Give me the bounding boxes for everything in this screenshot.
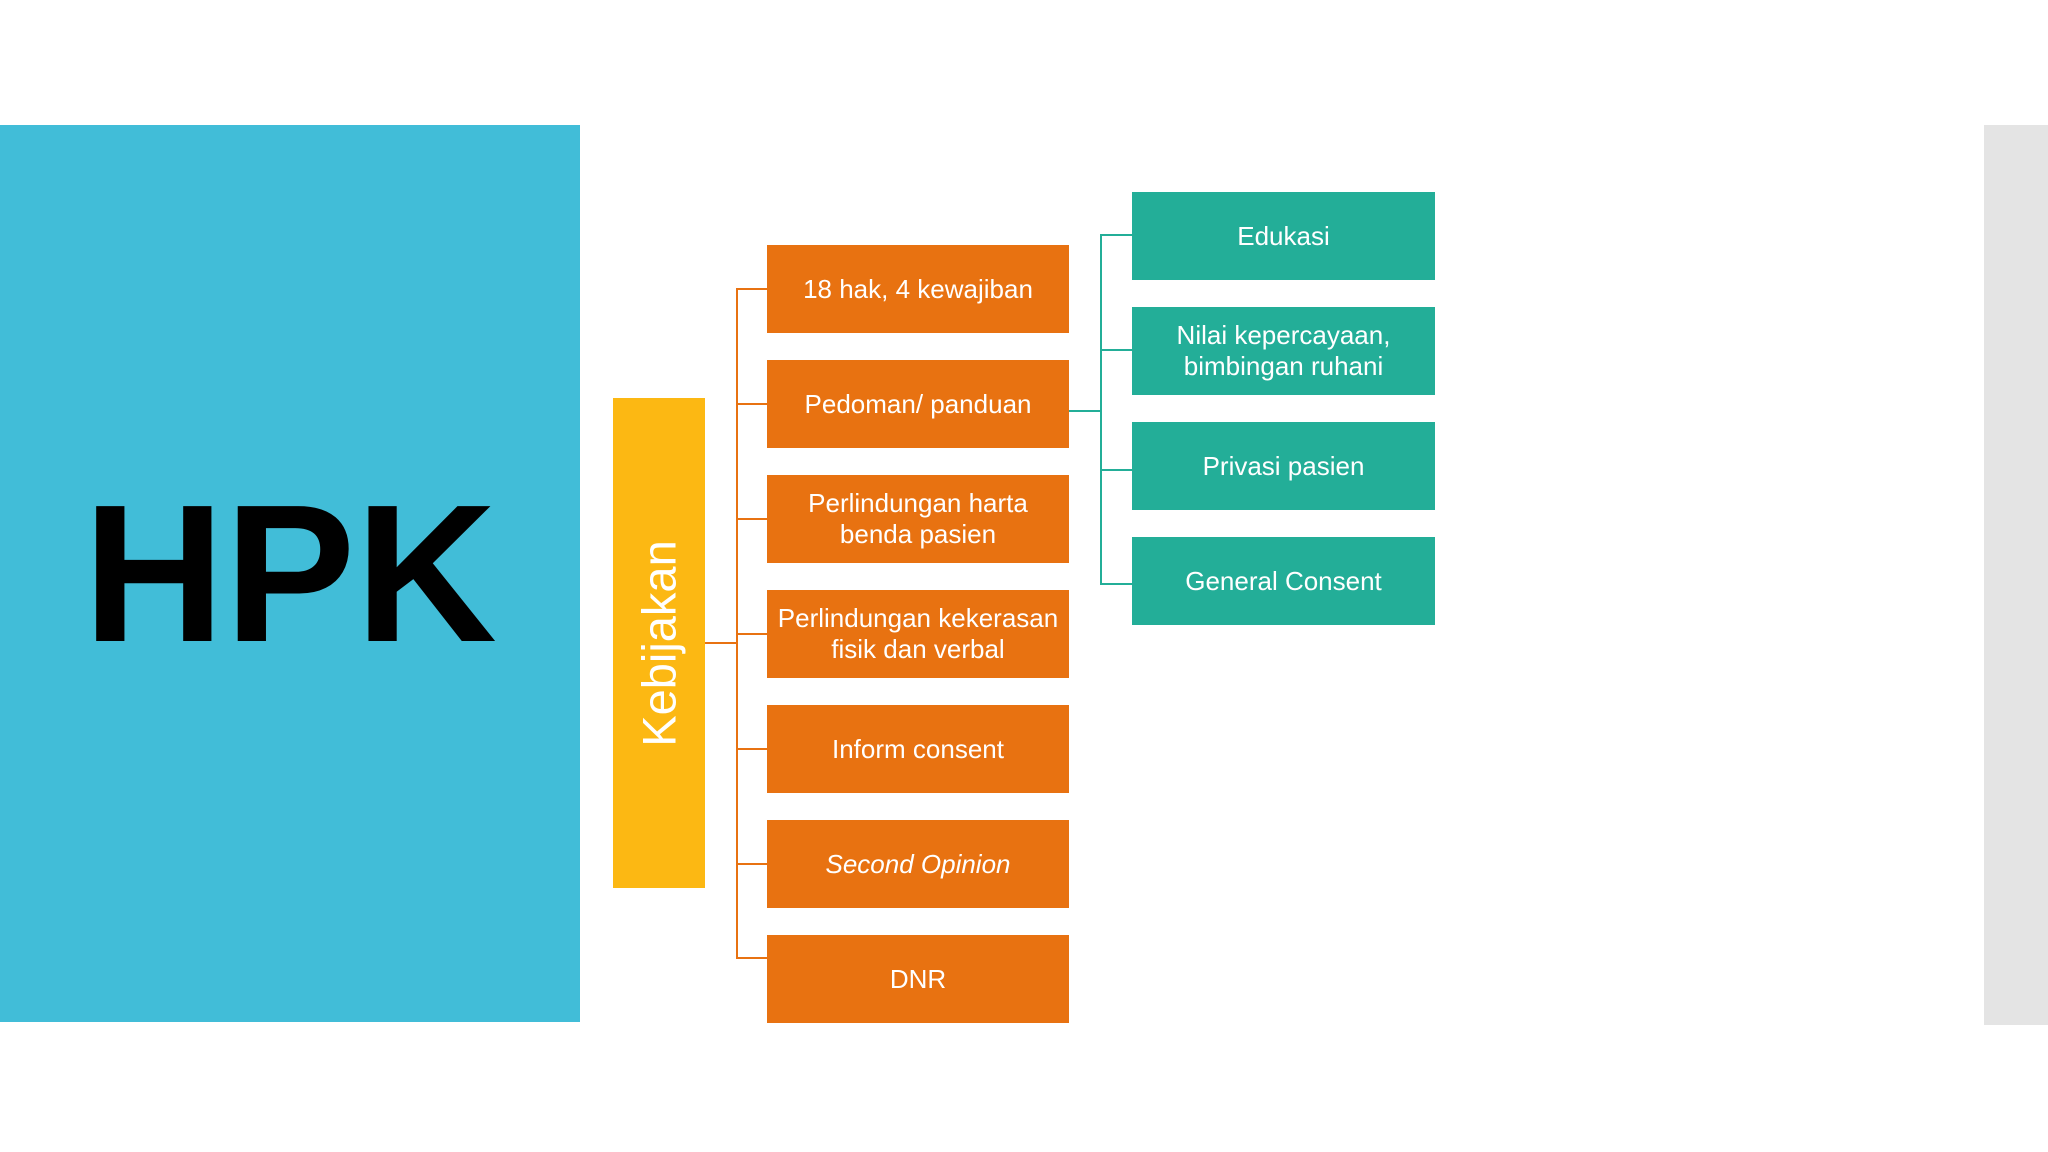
connector-l2-stub-6 [736, 863, 769, 865]
node-level3-3[interactable]: Privasi pasien [1132, 422, 1435, 510]
node-level2-3[interactable]: Perlindungan harta benda pasien [767, 475, 1069, 563]
node-level3-4[interactable]: General Consent [1132, 537, 1435, 625]
node-level2-4[interactable]: Perlindungan kekerasan fisik dan verbal [767, 590, 1069, 678]
title-panel: HPK [0, 125, 580, 1022]
connector-l2-stub-4 [736, 633, 769, 635]
node-level2-5[interactable]: Inform consent [767, 705, 1069, 793]
node-level3-1-label: Edukasi [1237, 220, 1330, 251]
connector-l2-stub-3 [736, 518, 769, 520]
node-level3-1[interactable]: Edukasi [1132, 192, 1435, 280]
node-level2-1[interactable]: 18 hak, 4 kewajiban [767, 245, 1069, 333]
connector-l3-trunk [1100, 235, 1102, 585]
node-level2-6[interactable]: Second Opinion [767, 820, 1069, 908]
connector-l2-stub-1 [736, 288, 769, 290]
connector-l3-stub-2 [1100, 349, 1134, 351]
node-level3-2[interactable]: Nilai kepercayaan, bimbingan ruhani [1132, 307, 1435, 395]
connector-l2-stub-2 [736, 403, 769, 405]
node-level2-4-label: Perlindungan kekerasan fisik dan verbal [777, 603, 1059, 664]
node-level2-1-label: 18 hak, 4 kewajiban [803, 273, 1033, 304]
node-level3-4-label: General Consent [1185, 565, 1382, 596]
connector-l2-stub-7 [736, 957, 769, 959]
connector-l3-stub-1 [1100, 234, 1134, 236]
node-level2-5-label: Inform consent [832, 733, 1004, 764]
connector-l1-to-trunk [705, 642, 738, 644]
connector-l2-stub-5 [736, 748, 769, 750]
connector-l2-to-l3 [1069, 410, 1102, 412]
node-level2-3-label: Perlindungan harta benda pasien [808, 488, 1028, 549]
connector-l2-trunk [736, 289, 738, 958]
connector-l3-stub-4 [1100, 583, 1134, 585]
node-level2-6-label: Second Opinion [825, 848, 1011, 879]
node-level3-2-label: Nilai kepercayaan, bimbingan ruhani [1176, 320, 1391, 381]
connector-l3-stub-3 [1100, 469, 1134, 471]
node-level2-2-label: Pedoman/ panduan [804, 388, 1032, 419]
page-title: HPK [83, 463, 497, 683]
node-kebijakan-label: Kebijakan [632, 539, 686, 747]
node-kebijakan[interactable]: Kebijakan [613, 398, 705, 888]
node-level2-2[interactable]: Pedoman/ panduan [767, 360, 1069, 448]
node-level2-7-label: DNR [889, 963, 947, 994]
node-level2-7[interactable]: DNR [767, 935, 1069, 1023]
node-level3-3-label: Privasi pasien [1202, 450, 1365, 481]
right-edge-strip [1984, 125, 2048, 1025]
